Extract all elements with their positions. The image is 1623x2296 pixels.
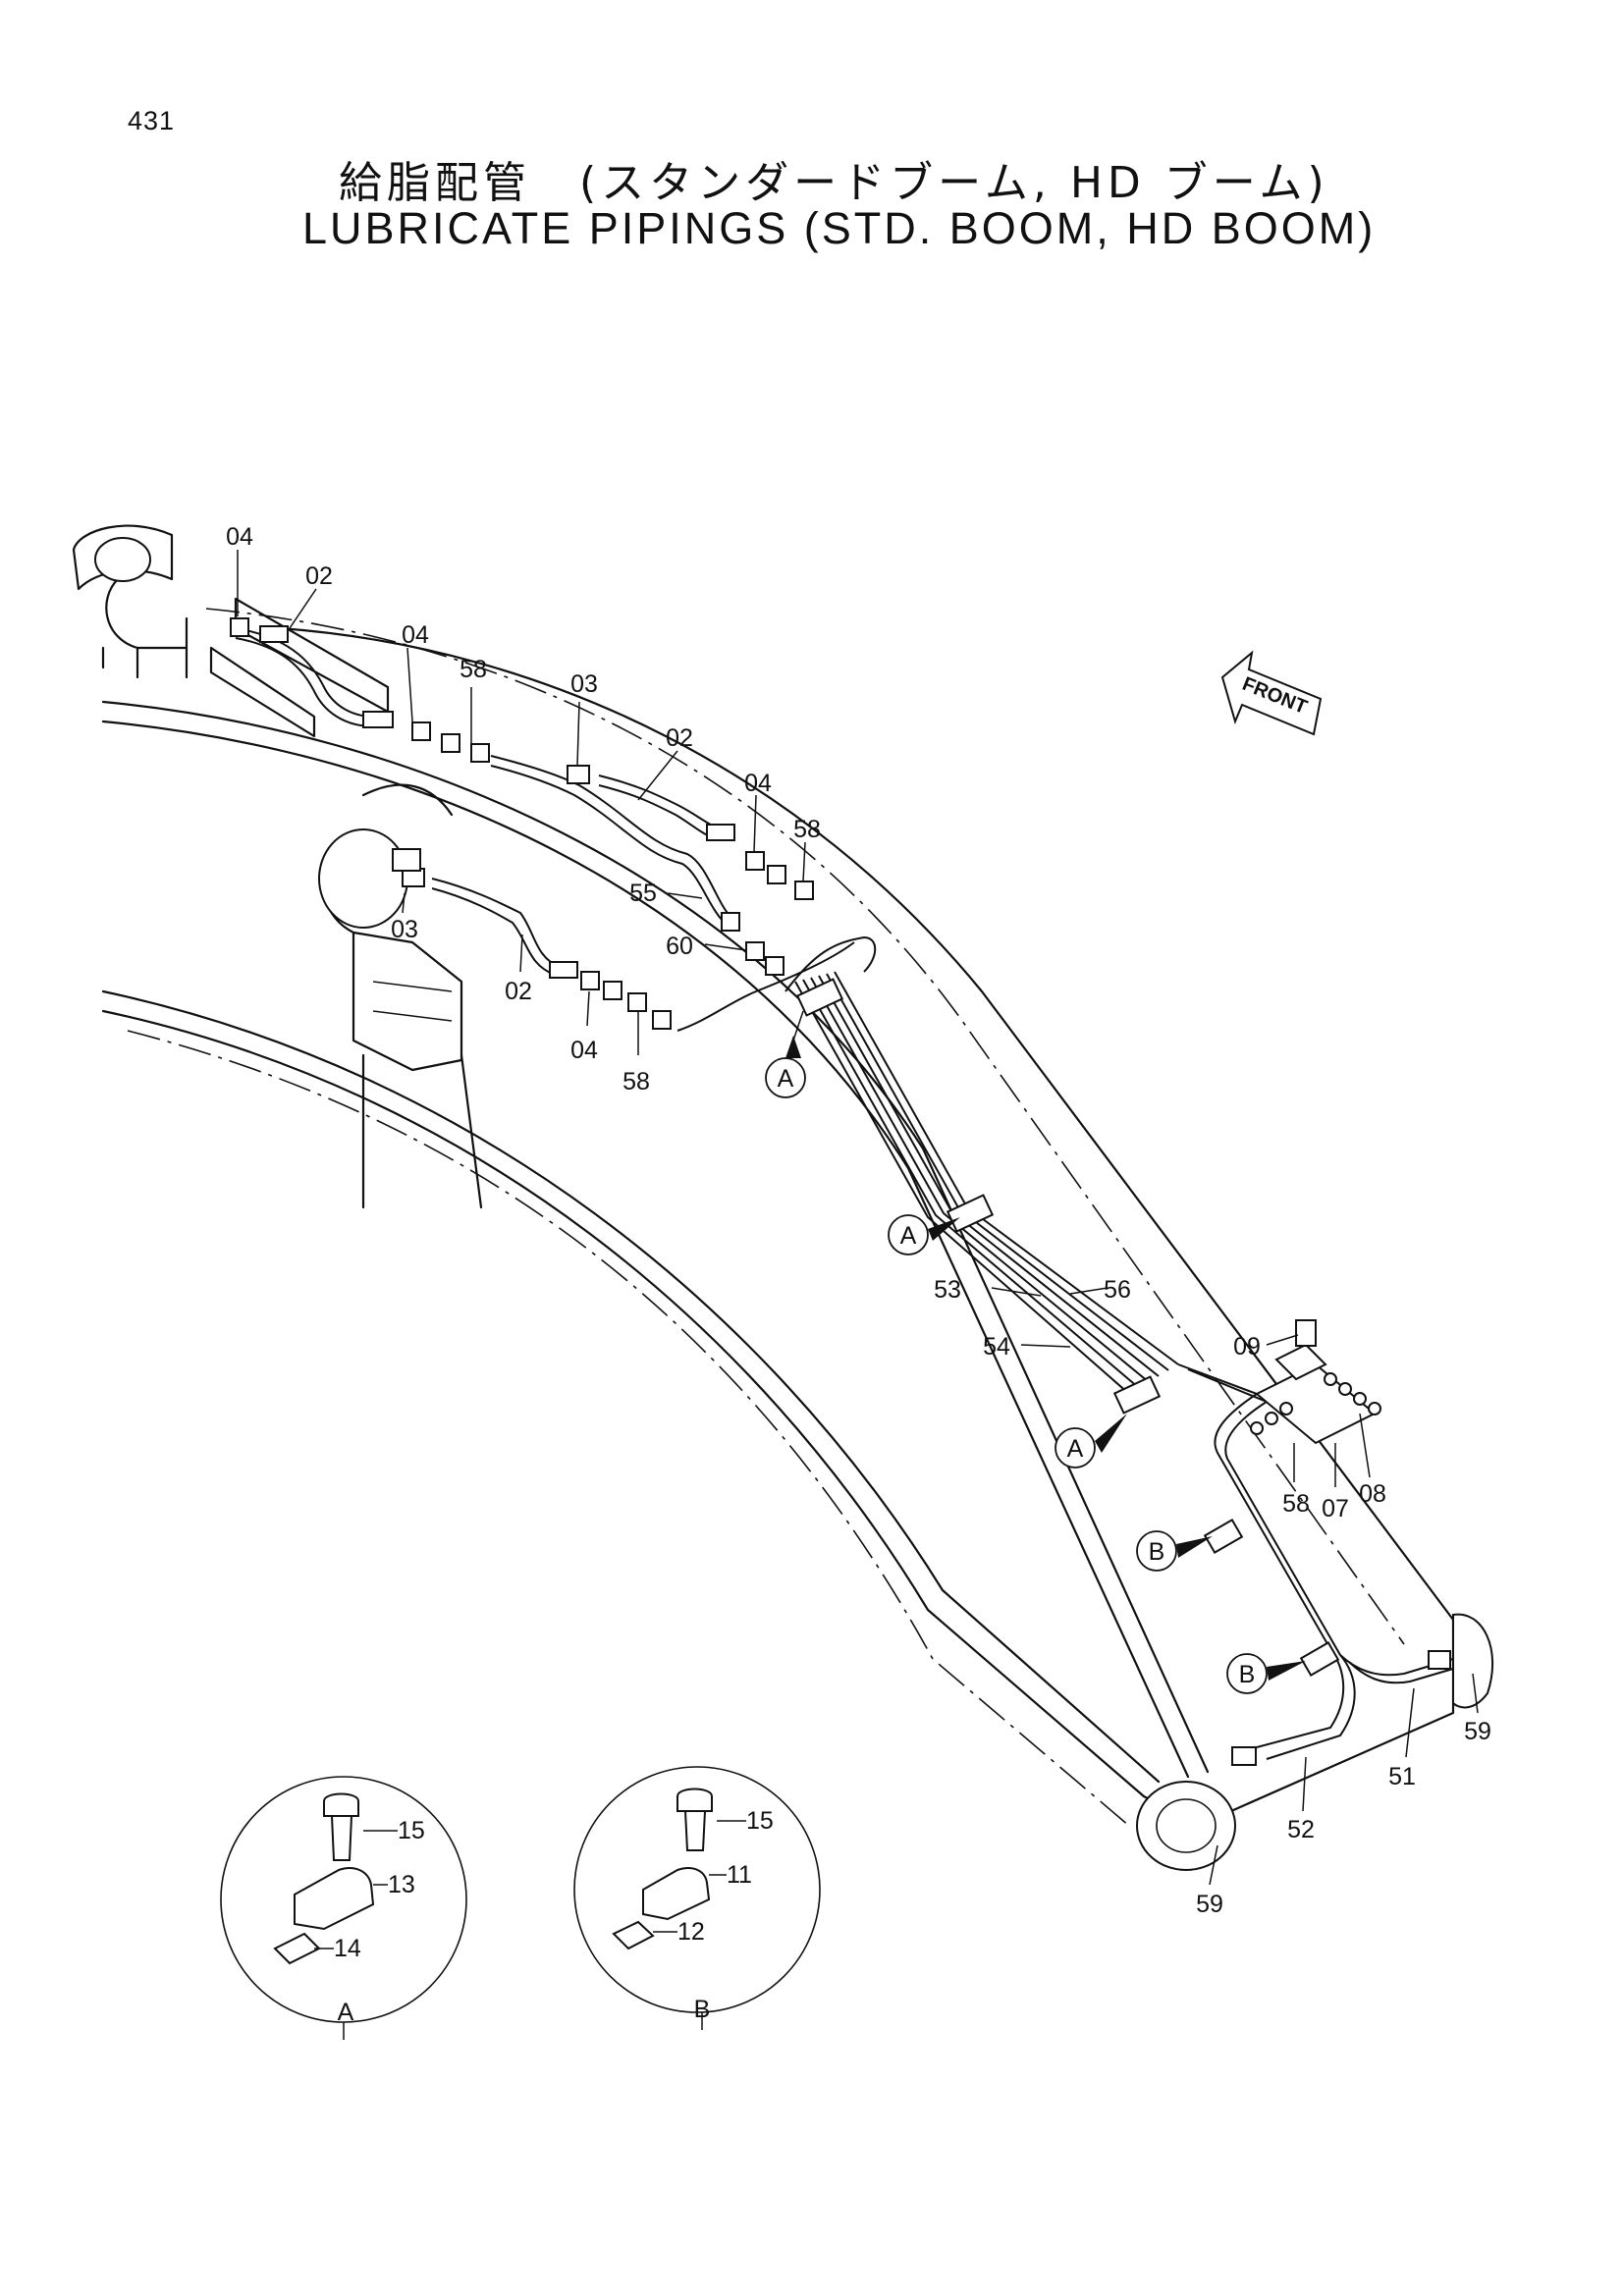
callout-56: 56 — [1104, 1276, 1131, 1304]
boom-structure — [72, 524, 1494, 1871]
svg-text:A: A — [1067, 1435, 1084, 1463]
boom-foot-pin-left — [1136, 1781, 1236, 1871]
callout-04: 04 — [226, 523, 253, 551]
callout-02: 02 — [305, 562, 333, 590]
view-marker-a: A — [1055, 1414, 1127, 1468]
callout-59: 59 — [1196, 1891, 1223, 1918]
svg-text:B: B — [1239, 1661, 1256, 1688]
lubrication-piping — [230, 617, 1454, 1766]
detail-b-callout-15: 15 — [746, 1807, 774, 1835]
callout-02: 02 — [505, 978, 532, 1005]
svg-text:B: B — [1149, 1538, 1165, 1566]
callout-03: 03 — [570, 670, 598, 698]
front-direction-arrow: FRONT — [1220, 650, 1323, 736]
view-marker-b: B — [1226, 1653, 1306, 1694]
view-marker-a: A — [765, 1010, 806, 1098]
callout-07: 07 — [1322, 1495, 1349, 1522]
cylinder-rod-end — [318, 828, 408, 929]
detail-view-a: 15 13 14 A — [220, 1776, 467, 2040]
detail-a-callout-15: 15 — [398, 1817, 425, 1844]
callout-04: 04 — [570, 1037, 598, 1064]
leader-lines — [237, 550, 1479, 1886]
detail-a-label: A — [338, 1999, 354, 2026]
view-markers: A A A B B — [765, 1010, 1306, 1694]
callout-09: 09 — [1233, 1333, 1261, 1361]
page-number: 431 — [128, 106, 176, 135]
page-title-english: LUBRICATE PIPINGS (STD. BOOM, HD BOOM) — [302, 203, 1377, 253]
view-marker-a: A — [888, 1214, 960, 1255]
callout-60: 60 — [666, 933, 693, 960]
detail-b-callout-11: 11 — [727, 1861, 752, 1889]
detail-view-b: 15 11 12 B — [573, 1766, 821, 2030]
svg-text:A: A — [900, 1222, 917, 1250]
callout-55: 55 — [629, 880, 657, 907]
callout-54: 54 — [983, 1333, 1010, 1361]
callout-58: 58 — [622, 1068, 650, 1095]
detail-b-label: B — [694, 1996, 711, 2023]
callout-04: 04 — [402, 621, 429, 649]
callout-58: 58 — [793, 816, 821, 843]
view-marker-b: B — [1136, 1530, 1213, 1572]
callout-03: 03 — [391, 916, 418, 943]
page-title-japanese: 給脂配管 (スタンダードブーム, HD ブーム) — [339, 158, 1329, 208]
detail-a-callout-13: 13 — [388, 1871, 415, 1898]
boom-foot-pin-right — [1452, 1613, 1494, 1709]
callout-53: 53 — [934, 1276, 961, 1304]
detail-a-callout-14: 14 — [334, 1935, 361, 1962]
callout-58: 58 — [1282, 1490, 1310, 1518]
part-callouts: 04 02 04 58 03 02 04 58 55 60 03 02 04 5… — [226, 523, 1491, 1918]
callout-51: 51 — [1388, 1763, 1416, 1790]
callout-58: 58 — [460, 656, 487, 683]
svg-text:A: A — [778, 1065, 794, 1093]
detail-b-callout-12: 12 — [677, 1918, 705, 1946]
callout-08: 08 — [1359, 1480, 1386, 1508]
callout-02: 02 — [666, 724, 693, 752]
callout-04: 04 — [744, 770, 772, 797]
bolt-09 — [1295, 1319, 1317, 1347]
callout-52: 52 — [1287, 1816, 1315, 1843]
callout-59: 59 — [1464, 1718, 1491, 1745]
